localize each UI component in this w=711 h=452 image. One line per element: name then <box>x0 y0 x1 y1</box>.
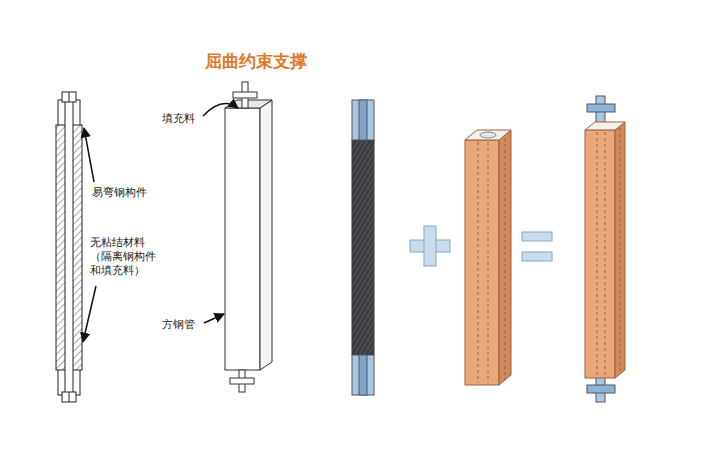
part-label: 无粘结材料 （隔离钢构件 和填充料） <box>90 236 168 278</box>
steel-core <box>352 100 374 395</box>
leader-line <box>204 314 224 323</box>
part-label: 填充料 <box>162 112 195 126</box>
plus-symbol <box>410 226 450 266</box>
brace-section <box>56 92 82 402</box>
restraining-tube <box>465 130 511 385</box>
assembled-brace <box>585 96 625 402</box>
equals-symbol <box>522 232 552 261</box>
square-tube-brace <box>225 82 272 392</box>
part-label: 方钢管 <box>162 318 195 332</box>
diagram-title: 屈曲约束支撑 <box>205 50 307 73</box>
leader-line <box>84 128 94 182</box>
part-label: 易弯钢构件 <box>92 186 147 200</box>
leader-line <box>83 286 96 342</box>
leader-line <box>203 104 238 117</box>
